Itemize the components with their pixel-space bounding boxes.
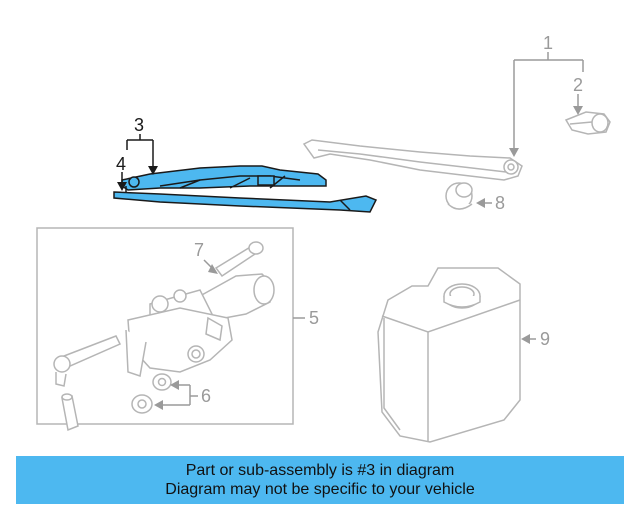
- nut-parts: [131, 373, 172, 414]
- linkage-rod-part: [53, 335, 122, 387]
- callout-1: 1: [543, 33, 553, 53]
- callout-6: 6: [201, 386, 211, 406]
- grommet-part: [445, 182, 473, 210]
- callout-8: 8: [495, 193, 505, 213]
- arrowhead-6a: [170, 380, 179, 390]
- arrowhead-6b: [154, 400, 163, 410]
- callout-5: 5: [309, 308, 319, 328]
- callout-2: 2: [573, 75, 583, 95]
- callout-9: 9: [540, 329, 550, 349]
- callout-4: 4: [116, 154, 126, 174]
- wiper-motor-part: [125, 273, 275, 377]
- arrowhead-1: [509, 148, 519, 157]
- arrowhead-4: [117, 182, 127, 191]
- arrowhead-8: [476, 198, 485, 208]
- sleeve-part: [61, 393, 79, 432]
- washer-reservoir-part: [377, 267, 521, 443]
- wiper-arm-part: [302, 139, 523, 181]
- banner-line-part: Part or sub-assembly is #3 in diagram: [185, 462, 455, 479]
- arrowhead-7: [208, 264, 218, 274]
- callout-7: 7: [194, 240, 204, 260]
- wiper-arm-cap-part: [564, 111, 611, 135]
- callout-3: 3: [134, 115, 144, 135]
- arrowhead-3: [148, 166, 158, 175]
- parts-diagram: 1 2 3 4 5 6 7 8 9: [36, 33, 611, 443]
- screw-part: [214, 241, 264, 278]
- wiper-blade-highlight: [113, 165, 378, 213]
- banner-line-disclaimer: Diagram may not be specific to your vehi…: [165, 481, 475, 498]
- arrowhead-2: [573, 106, 583, 115]
- callout-leaders-top-right: [513, 52, 584, 150]
- callout-leaders-3-4: [121, 134, 154, 184]
- arrowhead-9: [521, 334, 530, 344]
- info-banner: Part or sub-assembly is #3 in diagram Di…: [16, 456, 624, 504]
